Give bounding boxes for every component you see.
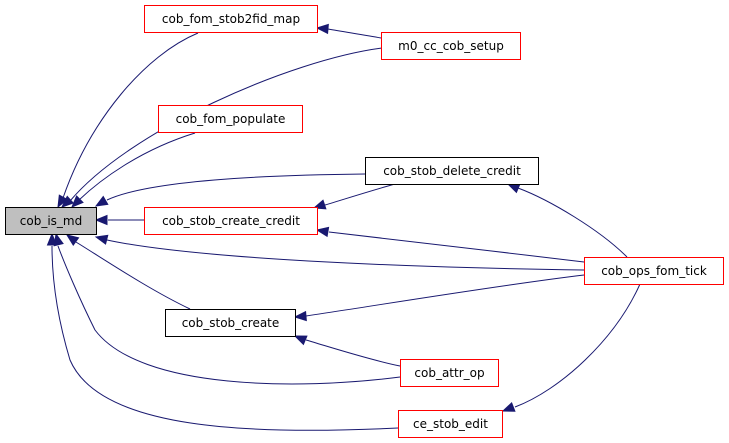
arrowhead-icon [94,195,109,207]
node-box [158,105,303,133]
node-cob-fom-populate[interactable]: cob_fom_populate [158,105,303,133]
edge-line [106,239,585,271]
node-label: cob_fom_stob2fid_map [162,12,300,26]
arrowhead-icon [315,226,330,238]
edge-m0-cc-cob-setup-to-cob-is-md [61,47,383,208]
arrowhead-icon [94,214,108,226]
node-box [144,5,318,33]
node-label: cob_stob_delete_credit [383,164,521,178]
edge-cob-ops-fom-tick-to-cob-stob-delete-credit [506,183,628,258]
node-ce-stob-edit[interactable]: ce_stob_edit [398,410,503,438]
node-label: cob_ops_fom_tick [601,264,707,278]
edge-line [51,245,399,431]
arrowhead-icon [57,194,69,209]
edge-cob-ops-fom-tick-to-ce-stob-edit [501,283,641,412]
node-cob-ops-fom-tick[interactable]: cob_ops_fom_tick [584,257,724,285]
edge-line [517,187,628,258]
edge-line [69,47,383,202]
node-box [400,359,499,387]
edge-line [305,339,401,367]
node-box [381,32,521,60]
edges-layer [46,23,641,431]
arrowhead-icon [53,232,64,247]
node-box [584,257,724,285]
arrowhead-icon [315,23,329,35]
edge-line [328,231,585,263]
node-label: cob_is_md [20,214,82,228]
edge-cob-stob-delete-credit-to-cob-stob-create-credit [312,183,396,210]
edge-line [57,245,401,385]
node-box [365,157,539,185]
edge-cob-stob-delete-credit-to-cob-is-md [94,173,366,207]
node-cob-attr-op[interactable]: cob_attr_op [400,359,499,387]
node-label: cob_stob_create [182,316,280,330]
edge-line [78,132,196,201]
node-cob-stob-delete-credit[interactable]: cob_stob_delete_credit [365,157,539,185]
edge-cob-ops-fom-tick-to-cob-stob-create [293,274,585,322]
arrowhead-icon [506,183,521,194]
node-label: cob_stob_create_credit [162,214,300,228]
arrowhead-icon [71,195,84,208]
arrowhead-icon [293,335,308,346]
edge-line [327,28,382,39]
edge-cob-stob-create-to-cob-is-md [65,234,191,310]
nodes-layer: cob_is_md cob_fom_stob2fid_map m0_cc_cob_s… [5,5,724,438]
edge-cob-ops-fom-tick-to-cob-is-md [94,234,585,271]
edge-line [62,32,199,199]
node-cob-is-md: cob_is_md [5,207,97,235]
edge-line [514,283,641,408]
arrowhead-icon [312,199,327,210]
edge-cob-attr-op-to-cob-is-md [53,232,401,385]
edge-line [75,241,191,310]
arrowhead-icon [61,195,75,208]
edge-ce-stob-edit-to-cob-is-md [46,232,399,431]
edge-cob-ops-fom-tick-to-cob-stob-create-credit [315,226,585,263]
node-label: cob_fom_populate [176,112,286,126]
edge-m0-cc-cob-setup-to-cob-fom-stob2fid-map [315,23,382,39]
node-box [165,309,296,337]
arrowhead-icon [501,401,516,412]
edge-cob-fom-populate-to-cob-is-md [71,132,196,208]
arrowhead-icon [293,310,307,322]
edge-cob-attr-op-to-cob-stob-create [293,335,401,367]
arrowhead-icon [94,234,109,245]
node-label: cob_attr_op [414,366,484,380]
edge-line [324,183,396,206]
node-label: ce_stob_edit [413,417,488,431]
node-m0-cc-cob-setup[interactable]: m0_cc_cob_setup [381,32,521,60]
node-cob-stob-create-credit[interactable]: cob_stob_create_credit [144,207,318,235]
node-box [398,410,503,438]
arrowhead-icon [65,234,80,247]
node-cob-fom-stob2fid-map[interactable]: cob_fom_stob2fid_map [144,5,318,33]
node-cob-stob-create[interactable]: cob_stob_create [165,309,296,337]
edge-line [305,274,585,317]
node-box [144,207,318,235]
node-box [5,207,97,235]
edge-line [106,173,366,201]
node-label: m0_cc_cob_setup [398,39,504,53]
arrowhead-icon [46,232,58,246]
edge-cob-stob-create-credit-to-cob-is-md [94,214,144,226]
edge-cob-fom-stob2fid-map-to-cob-is-md [57,32,199,209]
